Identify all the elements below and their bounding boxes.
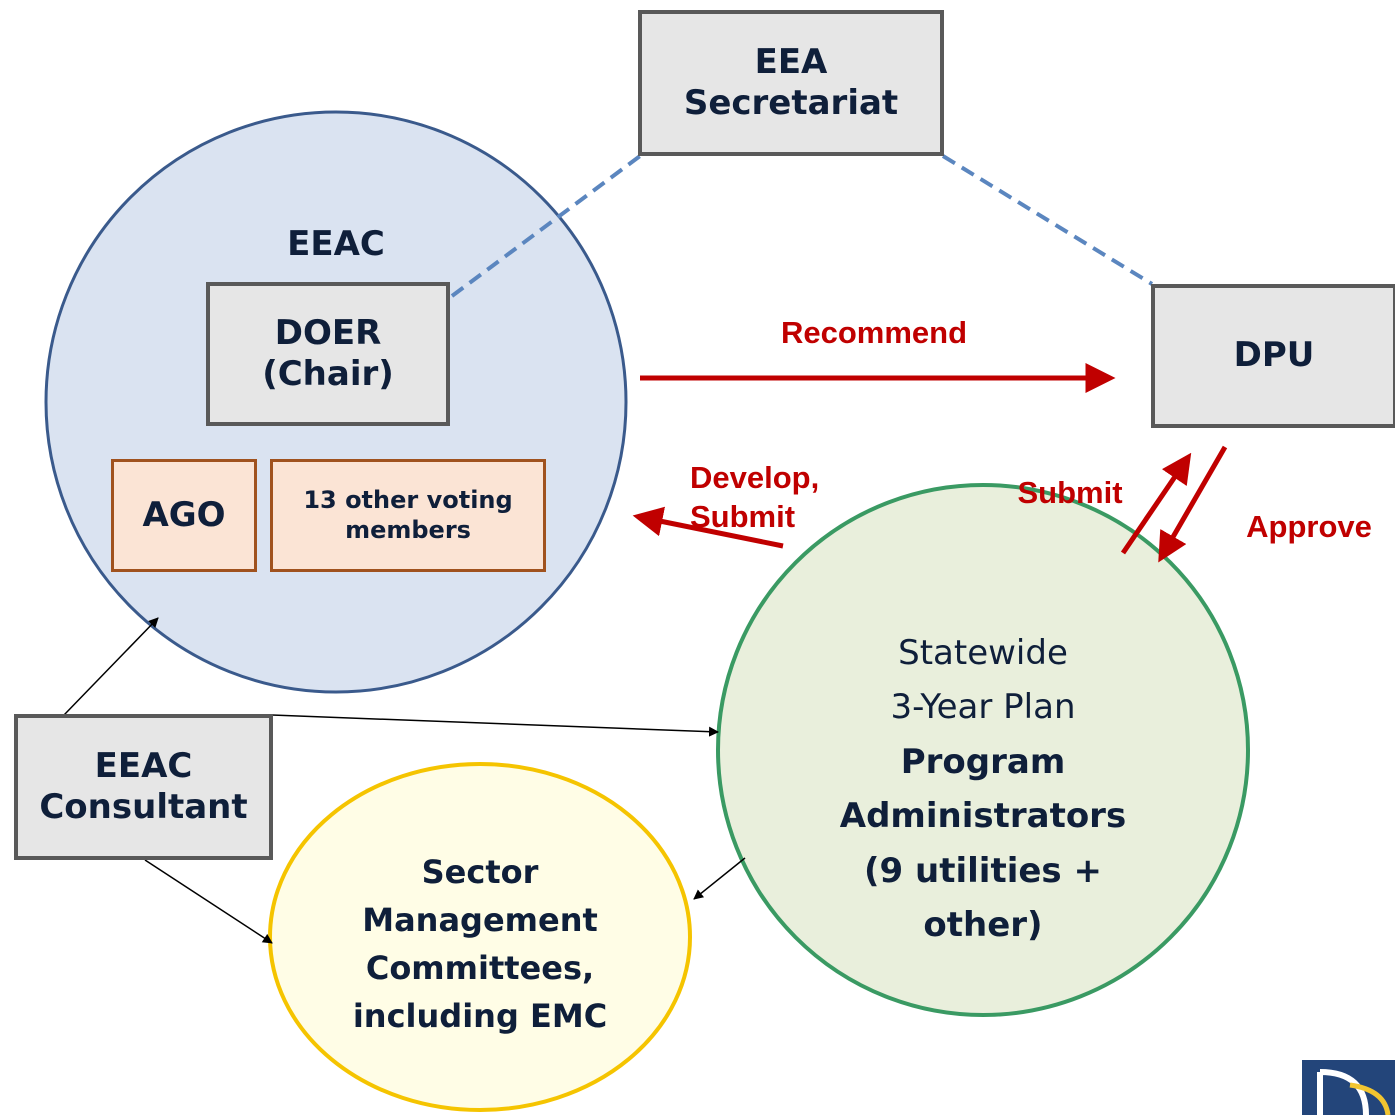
eea-secretariat-line2: Secretariat <box>683 83 899 123</box>
plan-line5: (9 utilities + <box>864 850 1102 891</box>
statewide-plan-circle <box>716 483 1250 1017</box>
dpu-box: DPU <box>1151 284 1395 428</box>
submit-arrow <box>1120 452 1192 555</box>
consultant-line1: EEAC <box>94 745 193 786</box>
logo-icon <box>1302 1060 1395 1115</box>
consultant-to-eeac-arrow <box>63 617 159 716</box>
doer-chair-box: DOER (Chair) <box>206 282 450 426</box>
consultant-to-plan-arrow <box>271 714 719 737</box>
eea-secretariat-box: EEA Secretariat <box>638 10 944 156</box>
doer-line2: (Chair) <box>262 354 394 394</box>
sector-line2: Management <box>362 901 598 939</box>
recommend-label: Recommend <box>780 315 968 350</box>
develop-line2: Submit <box>690 498 796 534</box>
submit-label: Submit <box>1017 475 1123 510</box>
voting-members-line1: 13 other voting <box>303 486 513 515</box>
plan-line3: Program <box>900 741 1066 782</box>
plan-line4: Administrators <box>839 796 1127 837</box>
develop-line1: Develop, <box>690 460 820 495</box>
eeac-consultant-box: EEAC Consultant <box>14 714 273 860</box>
ago-label: AGO <box>142 494 226 535</box>
ago-box: AGO <box>111 459 257 572</box>
consultant-line2: Consultant <box>39 787 248 827</box>
sector-line1: Sector <box>421 853 539 891</box>
plan-line6: other) <box>923 904 1043 945</box>
sector-line4: including EMC <box>352 997 608 1035</box>
sector-line3: Committees, <box>365 949 595 987</box>
dashed-link-secretariat-dpu <box>941 154 1154 286</box>
statewide-plan-text: Statewide 3-Year Plan Program Administra… <box>783 626 1183 952</box>
eea-secretariat-line1: EEA <box>754 41 828 82</box>
dashed-link-doer-secretariat <box>450 154 642 298</box>
doer-line1: DOER <box>274 312 382 353</box>
eeac-label: EEAC <box>287 224 385 264</box>
approve-label: Approve <box>1246 509 1372 544</box>
dpu-label: DPU <box>1233 335 1315 376</box>
consultant-to-sector-arrow <box>144 859 273 944</box>
approve-arrow <box>1158 445 1228 563</box>
plan-line2: 3-Year Plan <box>890 687 1076 728</box>
sector-committees-text: Sector Management Committees, including … <box>345 848 615 1040</box>
voting-members-box: 13 other voting members <box>270 459 546 572</box>
plan-to-sector-arrow <box>693 857 746 900</box>
plan-line1: Statewide <box>898 633 1068 673</box>
voting-members-line2: members <box>345 515 471 544</box>
develop-submit-arrow <box>632 506 784 549</box>
develop-submit-label: Develop, Submit <box>690 459 884 537</box>
